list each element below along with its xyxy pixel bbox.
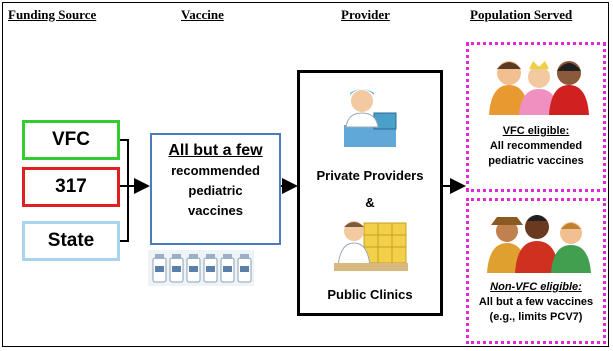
family-group-icon <box>489 61 589 115</box>
funding-box-vfc: VFC <box>22 120 120 160</box>
diagram-frame <box>2 2 609 347</box>
non-vfc-eligible-line-1: All but a few vaccines <box>478 296 594 308</box>
population-box-vfc: VFC eligible: All recommended pediatric … <box>466 42 606 192</box>
funding-label-vfc: VFC <box>52 129 90 150</box>
vaccine-line-4: vaccines <box>188 203 243 218</box>
population-box-non-vfc: Non-VFC eligible: All but a few vaccines… <box>466 198 606 344</box>
vaccine-line-3: pediatric <box>188 183 243 198</box>
doctor-at-desk-icon <box>344 89 397 147</box>
funding-label-state: State <box>47 230 95 251</box>
header-vaccine: Vaccine <box>181 7 224 22</box>
vaccine-vials-icon <box>148 250 254 286</box>
diverse-group-icon <box>487 215 591 273</box>
funding-bracket <box>120 139 129 242</box>
provider-amp-label: & <box>365 195 375 210</box>
header-provider: Provider <box>341 7 390 22</box>
header-funding-source: Funding Source <box>8 7 97 22</box>
funding-label-317: 317 <box>55 176 87 197</box>
non-vfc-eligible-title: Non-VFC eligible: <box>490 281 582 293</box>
vaccine-line-2: recommended <box>171 163 260 178</box>
vaccine-box: All but a few recommended pediatric vacc… <box>150 133 281 245</box>
vfc-eligible-title: VFC eligible: <box>502 125 570 137</box>
non-vfc-eligible-line-2: (e.g., limits PCV7) <box>489 311 583 323</box>
vfc-eligible-line-1: All recommended <box>489 140 583 152</box>
vfc-eligible-line-2: pediatric vaccines <box>488 155 584 167</box>
funding-box-state: State <box>22 221 120 261</box>
provider-box: Private Providers & Public Clinics <box>297 70 443 316</box>
vaccine-line-1: All but a few <box>168 142 263 159</box>
funding-box-317: 317 <box>22 167 120 207</box>
clinic-worker-icon <box>334 221 408 271</box>
provider-private-label: Private Providers <box>316 168 424 183</box>
provider-public-label: Public Clinics <box>327 287 413 302</box>
header-population-served: Population Served <box>470 7 573 22</box>
